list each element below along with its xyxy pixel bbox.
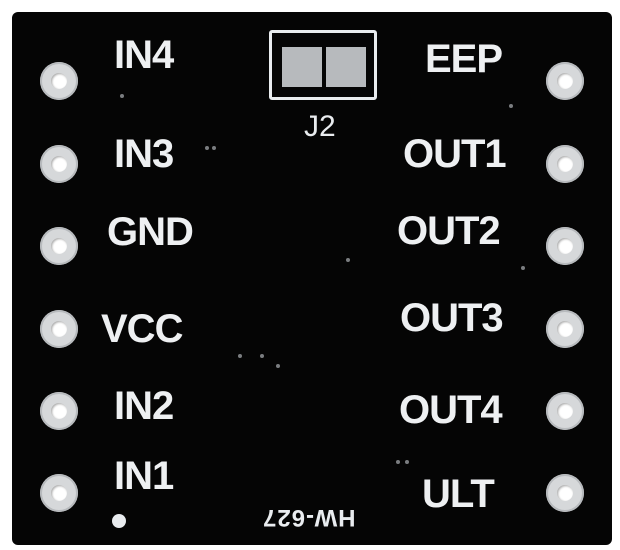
label-out2: OUT2: [397, 209, 501, 253]
through-hole-ult: [557, 485, 573, 501]
via-dot: [346, 258, 350, 262]
label-in4: IN4: [114, 33, 174, 77]
label-out1: OUT1: [403, 132, 507, 176]
through-hole-in4: [51, 73, 67, 89]
via-dot: [205, 146, 209, 150]
jumper-pad-right: [326, 47, 366, 87]
pad-vcc: [40, 310, 78, 348]
via-dot: [212, 146, 216, 150]
pad-out2: [546, 227, 584, 265]
through-hole-out3: [557, 321, 573, 337]
pad-gnd: [40, 227, 78, 265]
label-ult: ULT: [422, 472, 495, 516]
through-hole-in2: [51, 403, 67, 419]
label-out3: OUT3: [400, 296, 504, 340]
jumper-pad-left: [282, 47, 322, 87]
through-hole-in3: [51, 156, 67, 172]
via-dot: [260, 354, 264, 358]
through-hole-out2: [557, 238, 573, 254]
pad-out3: [546, 310, 584, 348]
pad-in1: [40, 474, 78, 512]
through-hole-out1: [557, 156, 573, 172]
via-dot: [120, 94, 124, 98]
pad-out1: [546, 145, 584, 183]
label-vcc: VCC: [101, 307, 183, 351]
model-marking: HW-627: [262, 504, 356, 531]
pad-in2: [40, 392, 78, 430]
jumper-label: J2: [304, 110, 336, 143]
via-dot: [396, 460, 400, 464]
label-gnd: GND: [107, 210, 194, 254]
via-dot: [405, 460, 409, 464]
via-dot: [521, 266, 525, 270]
label-in3: IN3: [114, 132, 174, 176]
via-dot: [276, 364, 280, 368]
through-hole-gnd: [51, 238, 67, 254]
pad-eep: [546, 62, 584, 100]
pad-in4: [40, 62, 78, 100]
through-hole-out4: [557, 403, 573, 419]
pad-in3: [40, 145, 78, 183]
label-in2: IN2: [114, 384, 174, 428]
label-out4: OUT4: [399, 388, 503, 432]
through-hole-eep: [557, 73, 573, 89]
pad-ult: [546, 474, 584, 512]
label-in1: IN1: [114, 454, 174, 498]
label-eep: EEP: [425, 37, 503, 81]
through-hole-vcc: [51, 321, 67, 337]
jumper-j2-outline: [269, 30, 377, 100]
circuit-board: IN4 IN3 GND VCC IN2 IN1 EEP OUT1 OUT2 OU…: [12, 12, 612, 545]
pin1-marker-dot: [112, 514, 126, 528]
through-hole-in1: [51, 485, 67, 501]
via-dot: [509, 104, 513, 108]
via-dot: [238, 354, 242, 358]
pad-out4: [546, 392, 584, 430]
